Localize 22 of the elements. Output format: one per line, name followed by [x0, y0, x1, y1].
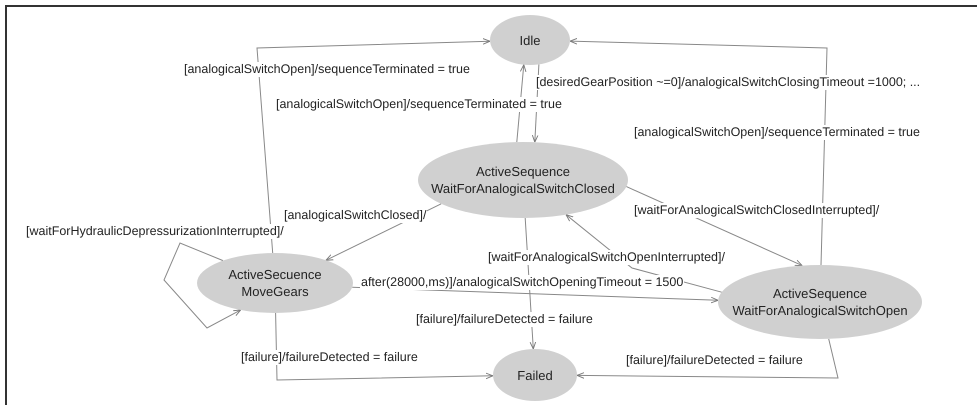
state-name: ActiveSecuence MoveGears	[227, 266, 323, 300]
transition-label: [analogicalSwitchClosed]/	[283, 208, 428, 223]
transition-arrow	[256, 38, 490, 254]
state-name: ActiveSequence WaitForAnalogicalSwitchClosed	[430, 163, 616, 197]
state-name: Failed	[517, 366, 553, 384]
transition-label: [analogicalSwitchOpen]/sequenceTerminated = true	[183, 62, 471, 77]
transition-label: [waitForAnalogicalSwitchOpenInterrupted]/	[487, 250, 726, 265]
transition-label: [analogicalSwitchOpen]/sequenceTerminated = true	[633, 125, 921, 140]
transition-label: [waitForAnalogicalSwitchClosedInterrupted]/	[633, 203, 880, 218]
transition-arrow	[576, 338, 839, 379]
transition-arrow	[570, 38, 828, 266]
transition-label: [waitForHydraulicDepressurizationInterrupted]/	[25, 224, 285, 239]
transition-arrow	[163, 242, 242, 329]
state-name: ActiveSequence WaitForAnalogicalSwitchOpen	[731, 285, 909, 319]
transition-label: after(28000,ms)]/analogicalSwitchOpeningTimeout = 1500	[360, 275, 684, 290]
state-name: Idle	[520, 32, 540, 48]
transition-label: [desiredGearPosition ~=0]/analogicalSwitchClosingTimeout =1000; ...	[535, 75, 922, 90]
transition-label: [analogicalSwitchOpen]/sequenceTerminated = true	[275, 97, 563, 112]
transition-label: [failure]/failureDetected = failure	[415, 312, 594, 327]
transition-arrow	[275, 312, 494, 380]
transition-label: [failure]/failureDetected = failure	[625, 353, 804, 368]
transition-label: [failure]/failureDetected = failure	[240, 350, 419, 365]
